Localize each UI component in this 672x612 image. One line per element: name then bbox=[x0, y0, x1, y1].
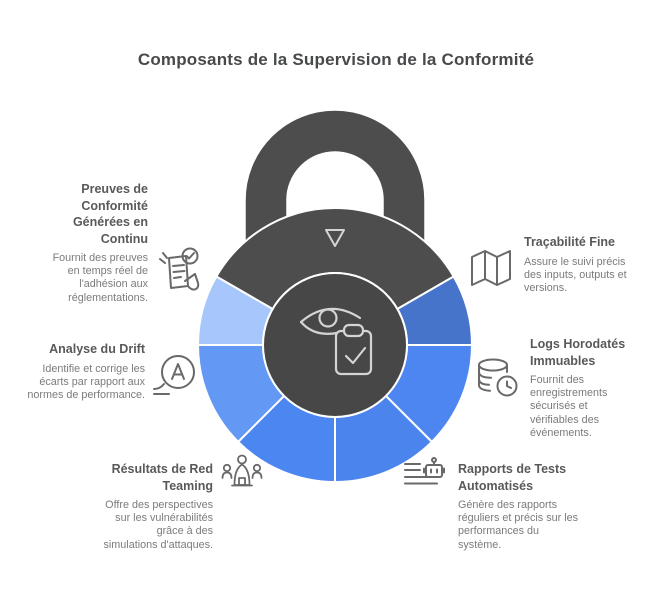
document-check-hand-icon bbox=[159, 247, 200, 291]
item-description: Offre des perspectives sur les vulnérabi… bbox=[103, 499, 214, 551]
item-description: Fournit des enregistrements sécurisés et… bbox=[530, 374, 608, 439]
item-heading: Analyse du Drift bbox=[49, 342, 145, 356]
drift-letter-a-icon bbox=[153, 355, 195, 395]
eye-icon bbox=[299, 307, 362, 335]
map-icon bbox=[471, 250, 511, 286]
wheel-segments bbox=[197, 207, 473, 483]
item-preuves-conformite: Preuves de Conformité Générées en Contin… bbox=[40, 181, 148, 305]
item-tracabilite-fine: Traçabilité Fine Assure le suivi précis … bbox=[524, 234, 642, 295]
triangle-down-icon bbox=[325, 229, 345, 247]
item-description: Fournit des preuves en temps réel de l'a… bbox=[52, 252, 148, 304]
item-rapports-tests: Rapports de Tests Automatisés Génère des… bbox=[458, 461, 578, 552]
report-robot-icon bbox=[404, 457, 445, 485]
item-heading: Résultats de Red Teaming bbox=[111, 462, 213, 493]
center-icons bbox=[299, 307, 373, 376]
wheel-marker-group bbox=[325, 229, 345, 247]
item-description: Génère des rapports réguliers et précis … bbox=[458, 499, 579, 551]
database-clock-icon bbox=[478, 358, 518, 397]
item-heading: Rapports de Tests Automatisés bbox=[458, 462, 567, 493]
item-heading: Preuves de Conformité Générées en Contin… bbox=[72, 182, 148, 246]
item-heading: Traçabilité Fine bbox=[524, 235, 616, 249]
item-red-teaming: Résultats de Red Teaming Offre des persp… bbox=[101, 461, 214, 552]
item-logs-horodates: Logs Horodatés Immuables Fournit des enr… bbox=[530, 336, 630, 440]
page-title: Composants de la Supervision de la Confo… bbox=[137, 50, 535, 69]
item-description: Assure le suivi précis des inputs, outpu… bbox=[524, 255, 627, 294]
item-description: Identifie et corrige les écarts par rapp… bbox=[27, 362, 145, 401]
clipboard-check-icon bbox=[334, 323, 373, 376]
red-team-group-icon bbox=[221, 454, 263, 487]
item-analyse-drift: Analyse du Drift Identifie et corrige le… bbox=[27, 341, 145, 402]
item-heading: Logs Horodatés Immuables bbox=[530, 337, 626, 368]
shackle bbox=[244, 109, 426, 269]
